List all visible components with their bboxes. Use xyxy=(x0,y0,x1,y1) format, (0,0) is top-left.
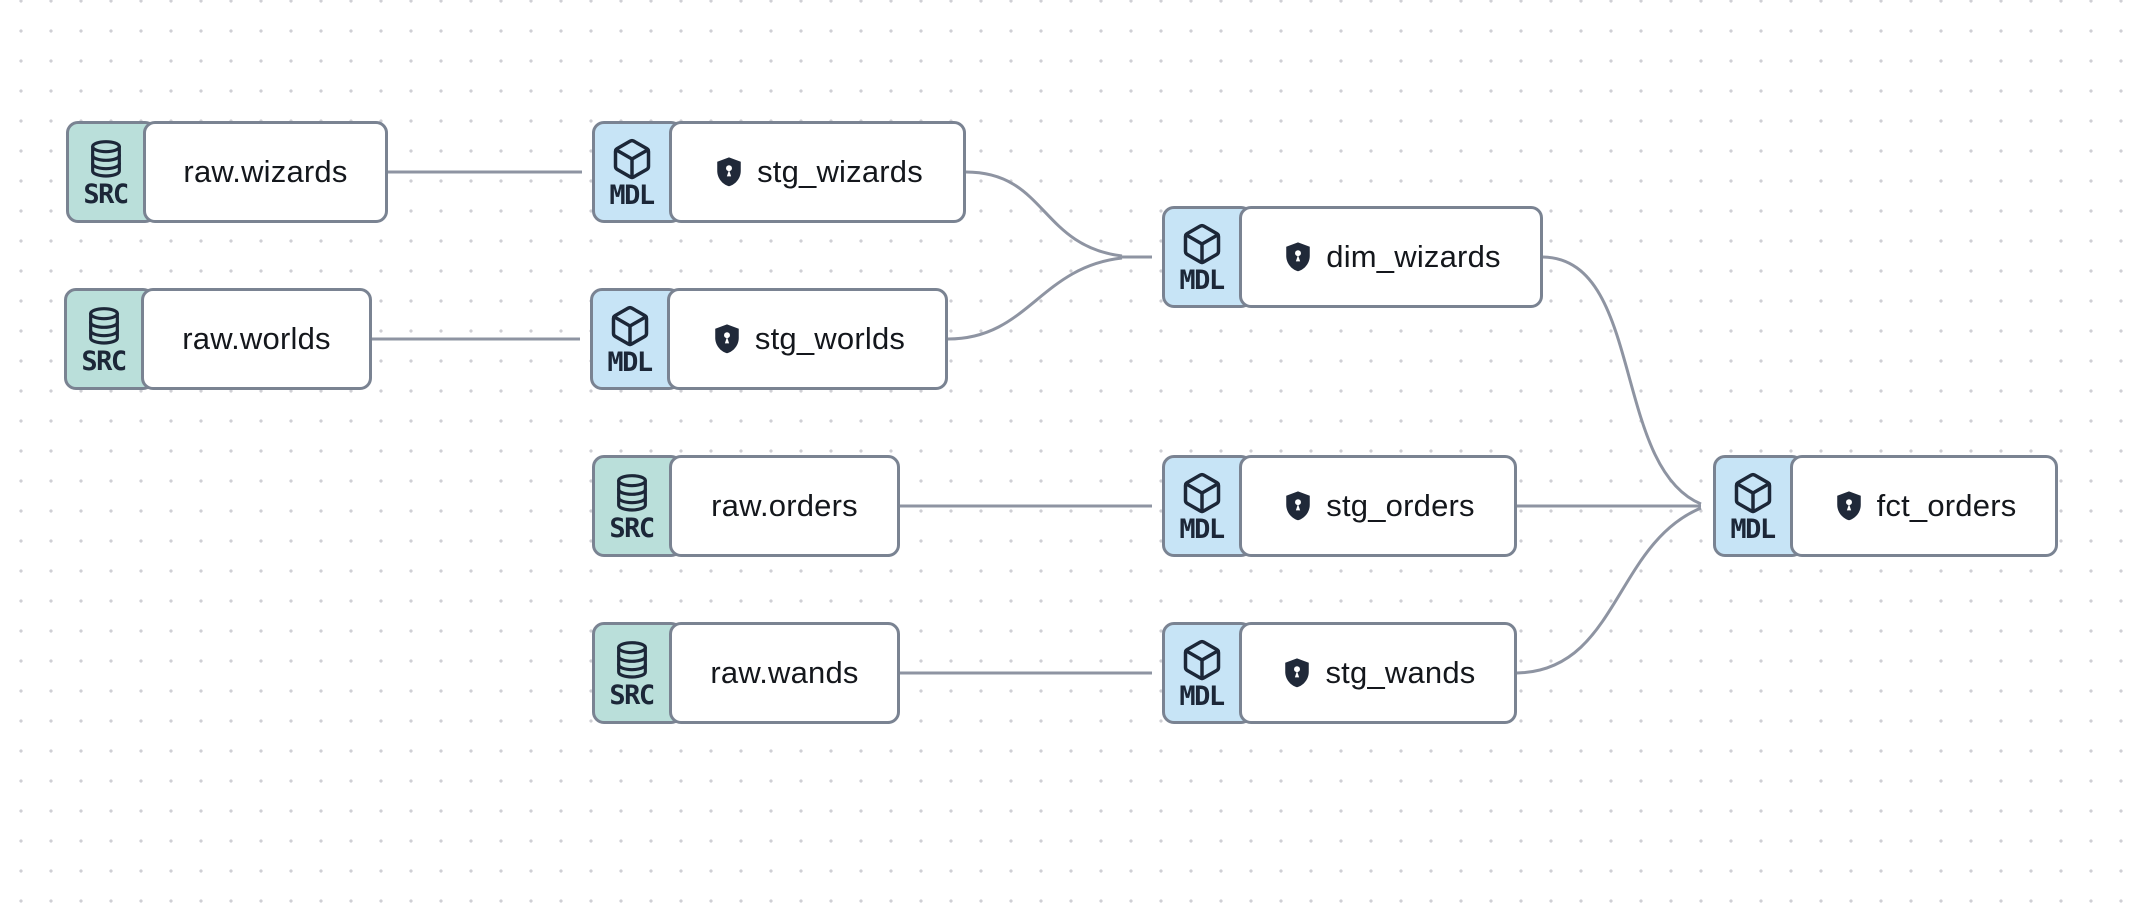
cube-icon xyxy=(1734,472,1771,514)
node-body: stg_orders xyxy=(1239,455,1517,557)
model-kind-tile: MDL xyxy=(1162,622,1253,724)
node-dim-wizards[interactable]: MDL dim_wizards xyxy=(1162,206,1543,308)
node-fct-orders[interactable]: MDL fct_orders xyxy=(1713,455,2058,557)
database-icon xyxy=(616,474,647,512)
node-kind-label: MDL xyxy=(609,180,655,211)
node-kind-label: MDL xyxy=(1179,681,1225,712)
shield-lock-icon xyxy=(1286,242,1311,272)
node-label: stg_orders xyxy=(1326,488,1475,523)
node-kind-label: MDL xyxy=(1730,514,1776,545)
node-label: stg_worlds xyxy=(754,321,906,356)
shield-lock-icon xyxy=(1286,491,1311,521)
node-kind-label: SRC xyxy=(83,179,129,210)
node-body: raw.worlds xyxy=(141,288,372,390)
database-icon xyxy=(90,140,121,178)
node-body: stg_worlds xyxy=(667,288,948,390)
node-stg-wizards[interactable]: MDL stg_wizards xyxy=(592,121,966,223)
node-body: raw.wizards xyxy=(143,121,388,223)
node-kind-label: MDL xyxy=(607,347,653,378)
node-kind-label: MDL xyxy=(1179,265,1225,296)
model-kind-tile: MDL xyxy=(1162,206,1253,308)
cube-icon xyxy=(611,305,648,347)
shield-lock-icon xyxy=(717,157,741,187)
node-label: fct_orders xyxy=(1876,488,2017,523)
node-body: raw.orders xyxy=(669,455,900,557)
node-raw-worlds[interactable]: SRC raw.worlds xyxy=(64,288,372,390)
model-kind-tile: MDL xyxy=(1713,455,1804,557)
node-raw-wands[interactable]: SRC raw.wands xyxy=(592,622,900,724)
node-raw-wizards[interactable]: SRC raw.wizards xyxy=(66,121,388,223)
node-body: raw.wands xyxy=(669,622,900,724)
cube-icon xyxy=(1183,223,1220,265)
node-body: stg_wands xyxy=(1239,622,1517,724)
node-label: stg_wands xyxy=(1325,655,1476,690)
shield-lock-icon xyxy=(1285,658,1310,688)
edge-stg-worlds-dim-wizards xyxy=(947,256,1123,341)
source-kind-tile: SRC xyxy=(592,455,683,557)
node-kind-label: SRC xyxy=(81,346,127,377)
edge-dim-wizards-fct-orders xyxy=(1542,255,1702,506)
shield-lock-icon xyxy=(1836,491,1861,521)
node-kind-label: SRC xyxy=(609,680,655,711)
node-label: dim_wizards xyxy=(1326,239,1501,274)
node-label: raw.orders xyxy=(711,488,858,523)
cube-icon xyxy=(1183,472,1220,514)
node-label: raw.wands xyxy=(710,655,859,690)
cube-icon xyxy=(1183,639,1220,681)
database-icon xyxy=(616,641,647,679)
node-stg-wands[interactable]: MDL stg_wands xyxy=(1162,622,1517,724)
shield-lock-icon xyxy=(715,324,739,354)
source-kind-tile: SRC xyxy=(64,288,155,390)
node-stg-worlds[interactable]: MDL stg_worlds xyxy=(590,288,948,390)
database-icon xyxy=(88,307,119,345)
node-raw-orders[interactable]: SRC raw.orders xyxy=(592,455,900,557)
edge-stg-wizards-dim-wizards xyxy=(965,170,1123,258)
node-body: dim_wizards xyxy=(1239,206,1543,308)
node-kind-label: MDL xyxy=(1179,514,1225,545)
node-label: stg_wizards xyxy=(757,154,923,189)
model-kind-tile: MDL xyxy=(1162,455,1253,557)
node-stg-orders[interactable]: MDL stg_orders xyxy=(1162,455,1517,557)
node-label: raw.wizards xyxy=(183,154,348,189)
cube-icon xyxy=(613,138,650,180)
model-kind-tile: MDL xyxy=(592,121,683,223)
node-body: fct_orders xyxy=(1790,455,2058,557)
model-kind-tile: MDL xyxy=(590,288,681,390)
node-label: raw.worlds xyxy=(182,321,331,356)
node-body: stg_wizards xyxy=(669,121,966,223)
node-kind-label: SRC xyxy=(609,513,655,544)
edge-stg-wands-fct-orders xyxy=(1516,506,1702,675)
